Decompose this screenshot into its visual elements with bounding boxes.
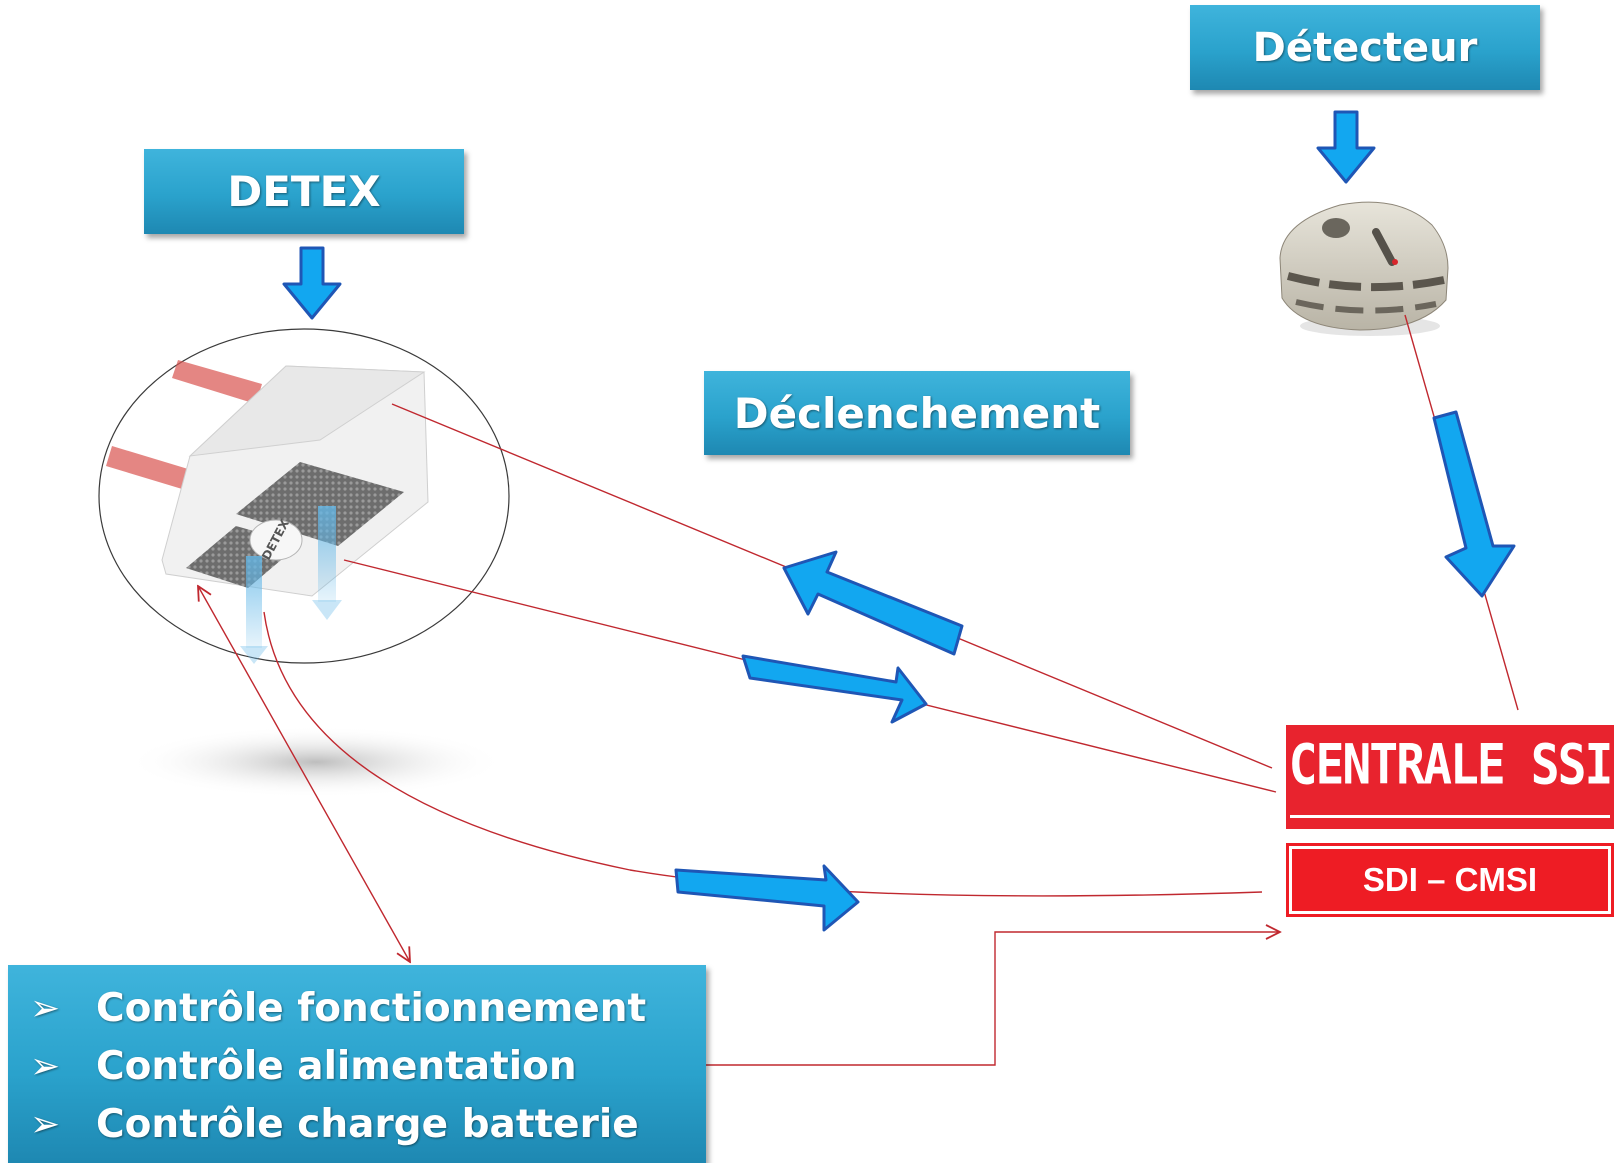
connector-controls-central	[706, 932, 1280, 1066]
declenchement-label: Déclenchement	[704, 371, 1130, 455]
sdi-cmsi-badge: SDI – CMSI	[1286, 843, 1614, 917]
arrow-central-to-detex-icon	[782, 550, 964, 656]
control-item-label: Contrôle fonctionnement	[96, 985, 647, 1031]
arrow-detector-to-central-icon	[1432, 410, 1516, 598]
centrale-ssi-title: CENTRALE SSI	[1288, 732, 1614, 798]
control-item-label: Contrôle alimentation	[96, 1043, 577, 1089]
arrow-down-detecteur-icon	[1316, 110, 1376, 184]
arrow-down-detex-icon	[282, 246, 342, 320]
arrow-detex-to-central-bottom-icon	[674, 864, 860, 932]
smoke-detector-icon	[1279, 201, 1449, 336]
flow-arrows	[282, 110, 1516, 932]
detex-device-icon: DETEX	[98, 328, 510, 798]
bullet-arrow-icon: ➢	[30, 1103, 61, 1145]
centrale-underline	[1290, 815, 1610, 818]
detecteur-label: Détecteur	[1190, 5, 1540, 90]
control-item: ➢ Contrôle charge batterie	[30, 1095, 706, 1153]
controls-panel: ➢ Contrôle fonctionnement ➢ Contrôle ali…	[8, 965, 706, 1163]
connector-detex-controls	[198, 586, 410, 962]
control-item-label: Contrôle charge batterie	[96, 1101, 639, 1147]
control-item: ➢ Contrôle alimentation	[30, 1037, 706, 1095]
arrow-detex-to-central-mid-icon	[741, 654, 928, 724]
control-item: ➢ Contrôle fonctionnement	[30, 979, 706, 1037]
centrale-ssi-badge: CENTRALE SSI	[1286, 725, 1614, 829]
bullet-arrow-icon: ➢	[30, 987, 61, 1029]
bullet-arrow-icon: ➢	[30, 1045, 61, 1087]
detex-label: DETEX	[144, 149, 464, 234]
